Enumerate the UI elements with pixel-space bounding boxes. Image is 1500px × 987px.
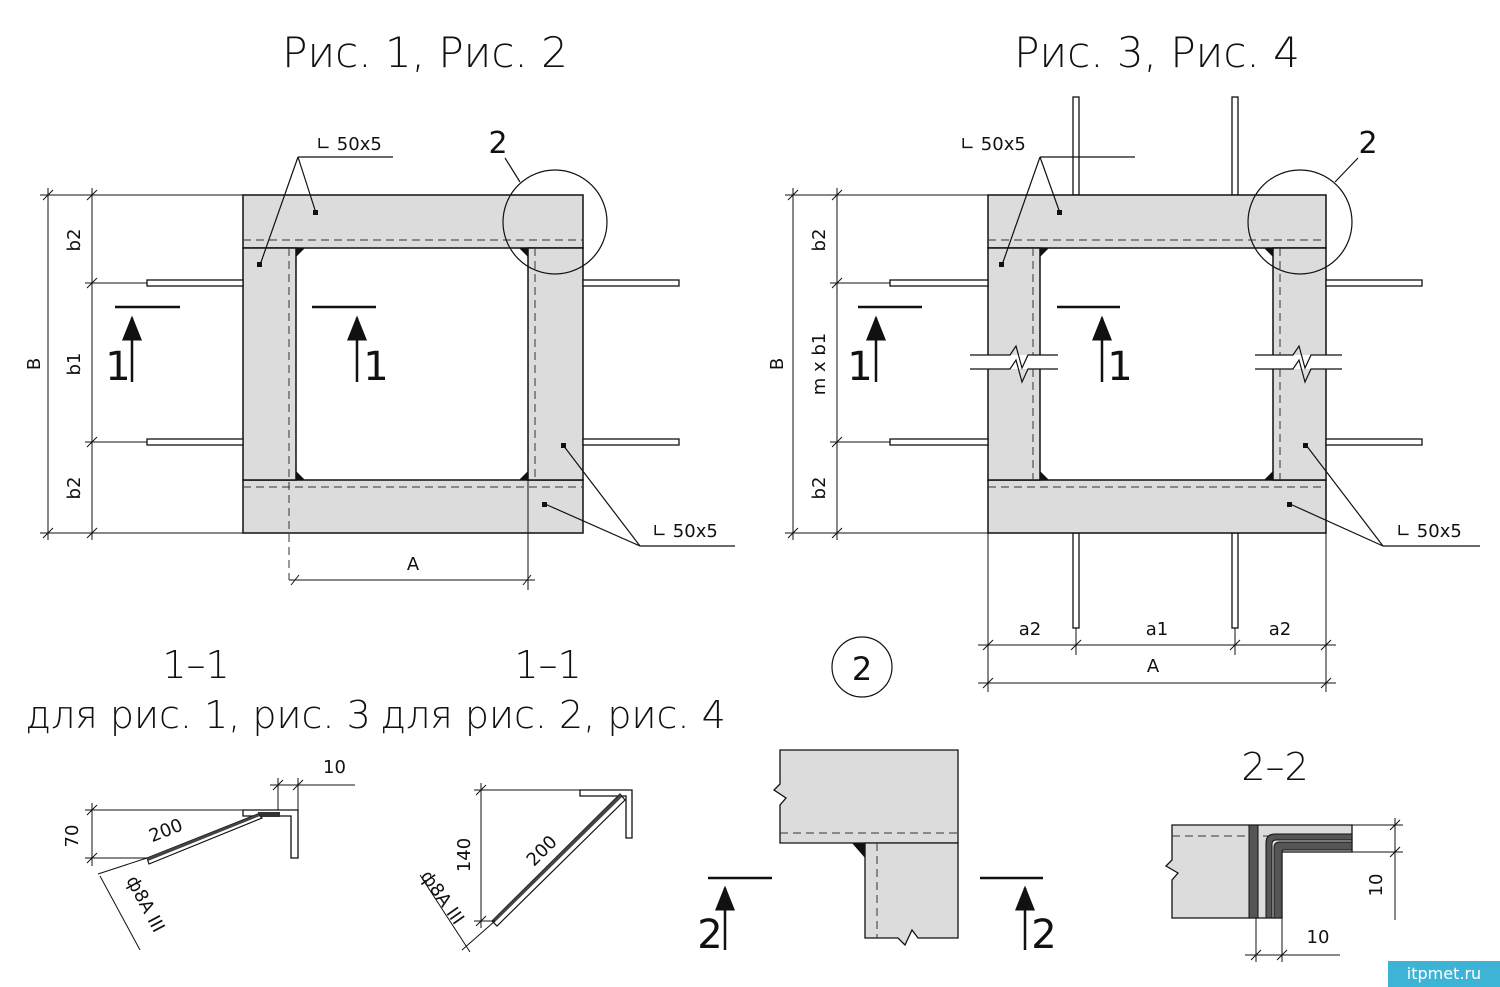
fig12-horizontal-dim [289, 480, 535, 590]
fig34-section-right: 1 [1107, 344, 1132, 390]
fig34-detail-circle [1247, 169, 1353, 275]
fig34-vertical-anchors [1072, 96, 1239, 629]
fig34-dim-A: A [1147, 656, 1160, 677]
detail2-marker: 2 [852, 650, 872, 688]
fig12-section-left: 1 [105, 344, 130, 390]
fig34-angle-label-bottom: ∟ 50x5 [1396, 521, 1462, 542]
sec22-angle-inner [1273, 841, 1353, 919]
fig34-gussets [1040, 248, 1273, 480]
fig34-anchors [889, 279, 1423, 446]
fig12-dim-b2-bottom: b2 [64, 477, 85, 500]
fig34-dim-mb1: m x b1 [809, 333, 830, 396]
fig12-detail-circle [502, 169, 608, 275]
sec22-angle-outer [1265, 833, 1353, 919]
fig12-angle-label-bottom: ∟ 50x5 [652, 521, 718, 542]
detail2-group: 2 2 2 [697, 636, 1057, 958]
detail2-section-right: 2 [1031, 912, 1056, 958]
sec22-dim-10-v: 10 [1366, 874, 1387, 897]
detail2-marker-circle [831, 636, 893, 698]
fig34-dim-a1: a1 [1146, 619, 1168, 640]
fig34-dim-b2-top: b2 [809, 229, 830, 252]
sec1b-angle [579, 789, 633, 839]
fig34-callout: 2 [1358, 126, 1377, 161]
fig12-angle-label-top: ∟ 50x5 [316, 134, 382, 155]
fig34-dim-B: B [767, 358, 788, 370]
fig34-section-left: 1 [847, 344, 872, 390]
sec1a-rebar-label: ф8А III [122, 872, 169, 936]
fig12-section-right: 1 [363, 344, 388, 390]
sec22-group: 2–2 10 10 [1164, 745, 1403, 962]
fig12-dim-B: B [24, 358, 45, 370]
watermark-badge: itpmet.ru [1388, 961, 1500, 987]
fig34-dim-a2-left: a2 [1019, 619, 1041, 640]
fig34-title: Рис. 3, Рис. 4 [1014, 28, 1300, 77]
fig12-callout: 2 [488, 126, 507, 161]
fig34-angle-label-top: ∟ 50x5 [960, 134, 1026, 155]
sec22-title: 2–2 [1241, 745, 1308, 789]
fig34-group: Рис. 3, Рис. 4 [767, 28, 1480, 692]
fig34-hidden-lines [988, 239, 1326, 488]
fig34-horizontal-dims [978, 533, 1336, 692]
fig34-vertical-dims [785, 188, 988, 540]
detail2-column [864, 842, 959, 947]
sec1b-rebar [491, 793, 626, 927]
fig34-dim-a2-right: a2 [1269, 619, 1291, 640]
fig12-title: Рис. 1, Рис. 2 [282, 28, 568, 77]
detail2-beam [772, 749, 959, 844]
sec1b-subtitle: для рис. 2, рис. 4 [380, 693, 726, 737]
fig12-hidden-lines [243, 239, 583, 580]
fig12-dim-b2-top: b2 [64, 229, 85, 252]
sec22-dims [1245, 818, 1403, 962]
sec1a-title: 1–1 [162, 643, 229, 687]
sec1a-subtitle: для рис. 1, рис. 3 [25, 693, 371, 737]
sec22-plate [1248, 824, 1259, 919]
fig34-dim-b2-bottom: b2 [809, 477, 830, 500]
fig12-dim-A: A [407, 554, 420, 575]
fig34-break-gaps [985, 355, 1329, 369]
fig12-group: Рис. 1, Рис. 2 [24, 28, 735, 590]
fig12-gussets [296, 248, 528, 480]
sec1b-rebar-label: ф8А III [416, 867, 468, 929]
sec1a-dim-200: 200 [146, 815, 186, 847]
sec22-dim-10-h: 10 [1307, 927, 1330, 948]
sec1a-dims [85, 778, 355, 951]
sec1b-title: 1–1 [514, 643, 581, 687]
fig12-frame [242, 194, 584, 534]
fig12-anchors [146, 279, 680, 446]
sec1a-group: 1–1 для рис. 1, рис. 3 10 70 200 ф8А III [25, 643, 371, 951]
sec1b-dims [419, 783, 580, 953]
fig34-section-marks [858, 305, 1120, 382]
sec1b-group: 1–1 для рис. 2, рис. 4 140 200 ф8А III [380, 643, 726, 953]
detail2-section-left: 2 [697, 912, 722, 958]
sec1b-dim-140: 140 [454, 838, 475, 872]
fig12-dim-b1: b1 [64, 353, 85, 376]
sec1a-dim-70: 70 [62, 825, 83, 848]
sec1a-dim-10: 10 [323, 757, 346, 778]
detail2-section-marks [708, 876, 1043, 950]
fig12-vertical-dims [40, 188, 243, 540]
fig12-section-marks [115, 305, 376, 382]
